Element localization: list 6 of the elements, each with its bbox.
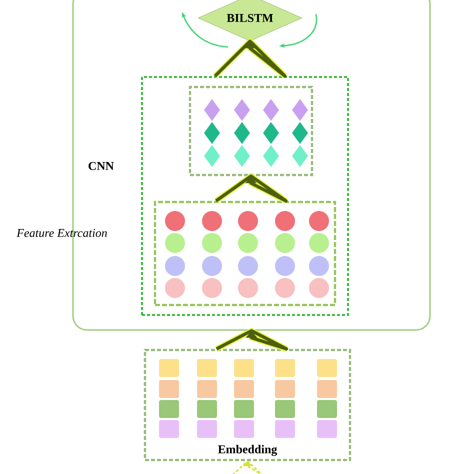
chevron-arrow — [232, 460, 264, 474]
chevron-arrow — [214, 172, 289, 204]
layer-label: Feature Extrcation — [16, 228, 107, 238]
chevron-arrow — [215, 328, 290, 352]
layer-label: CNN — [88, 162, 114, 170]
chevron-arrow — [213, 37, 288, 79]
